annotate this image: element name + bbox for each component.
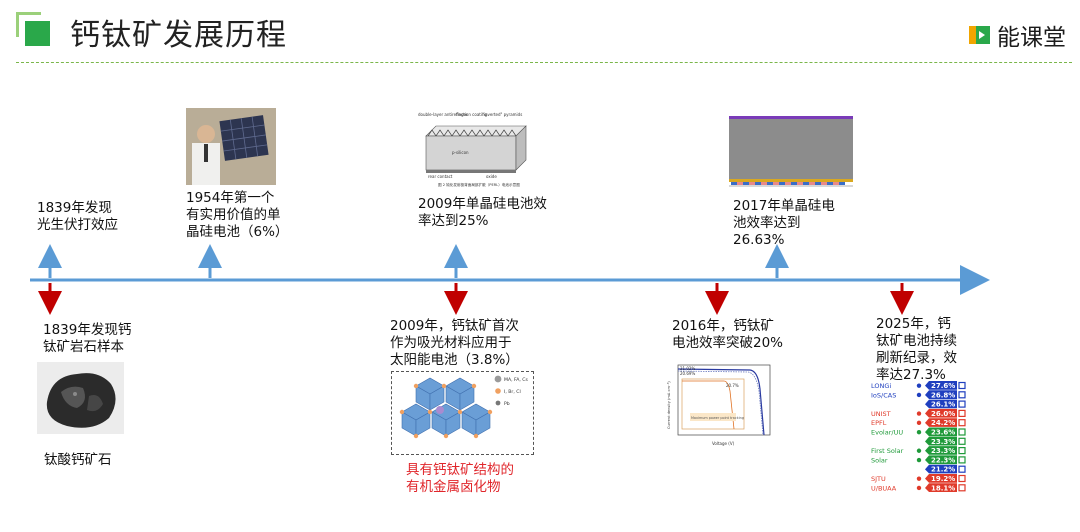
perl-label-arc: double-layer antireflection coating xyxy=(418,112,487,117)
record-marker xyxy=(958,465,966,473)
record-value: 23.3% xyxy=(931,447,955,455)
perl-label-finger: finger xyxy=(456,112,468,117)
record-value: 27.6% xyxy=(931,382,955,390)
record-lab-label: IoS/CAS xyxy=(871,391,896,399)
perl-label-rear: rear contact xyxy=(428,174,453,179)
record-marker xyxy=(958,437,966,445)
record-row: 26.0% UNIST xyxy=(871,408,966,418)
record-lab-label: Solar xyxy=(871,456,888,464)
crystal-caption: 具有钙钛矿结构的 有机金属卤化物 xyxy=(406,462,514,495)
record-value: 19.2% xyxy=(931,475,955,483)
record-lab-dot xyxy=(916,383,922,388)
record-marker xyxy=(958,409,966,417)
record-marker xyxy=(958,456,966,464)
record-lab-dot xyxy=(916,448,922,453)
record-row: 18.1% U/BUAA xyxy=(871,483,966,492)
jv-inset-value: 20.7% xyxy=(726,383,739,388)
jv-curve-chart: 21.02% 20.69% 20.7% Maximum power point … xyxy=(664,361,774,447)
record-marker xyxy=(958,381,966,390)
crystal-legend-a-site: MA, FA, Cs xyxy=(504,377,529,383)
jv-legend-line-1: 21.02% xyxy=(680,366,695,371)
brand-name: 能课堂 xyxy=(997,25,1066,51)
perl-label-pyramids: "inverted" pyramids xyxy=(482,112,522,117)
record-value: 21.2% xyxy=(931,466,955,474)
calcium-titanate-rock-photo xyxy=(37,362,124,434)
record-value: 23.3% xyxy=(931,438,955,446)
perovskite-crystal-structure: MA, FA, Cs I, Br, Cl Pb xyxy=(391,371,534,455)
header-divider xyxy=(16,62,1072,63)
record-value: 26.8% xyxy=(931,391,955,399)
brand-logo-icon xyxy=(969,24,991,46)
record-lab-label: U/BUAA xyxy=(871,484,897,492)
perl-caption: 图 2 钝化发射极背面局部扩散（PERL）电池示意图 xyxy=(438,182,520,187)
event-2025-perovskite-record: 2025年，钙 钛矿电池持续 刷新纪录，效 率达27.3% xyxy=(876,316,957,383)
event-1839-perovskite-sample: 1839年发现钙 钛矿岩石样本 xyxy=(43,322,132,355)
silicon-cell-cross-section xyxy=(729,116,853,187)
record-lab-dot xyxy=(916,457,922,463)
record-lab-label: EPFL xyxy=(871,419,887,427)
jv-ylabel: Current density (mA cm⁻²) xyxy=(667,381,671,429)
record-row: 22.3% Solar xyxy=(871,455,966,464)
record-lab-label: SJTU xyxy=(871,475,886,483)
record-row: 19.2% SJTU xyxy=(871,474,966,483)
record-marker xyxy=(958,474,966,483)
record-value: 26.1% xyxy=(931,401,955,409)
record-row: 23.6% Evolar/UU xyxy=(871,427,966,437)
record-marker xyxy=(958,419,966,427)
crystal-structure-drawing: MA, FA, Cs I, Br, Cl Pb xyxy=(399,375,529,439)
record-lab-label: Evolar/UU xyxy=(871,429,903,437)
records-svg: 27.6%LONGi26.8%IoS/CAS26.1%26.0%UNIST24.… xyxy=(871,381,966,492)
record-value: 26.0% xyxy=(931,410,955,418)
record-row: 23.3% xyxy=(925,436,966,446)
record-value: 22.3% xyxy=(931,456,955,464)
record-value: 24.2% xyxy=(931,419,955,427)
record-row: 26.8% IoS/CAS xyxy=(871,390,966,399)
perl-label-psilicon: p-silicon xyxy=(452,150,469,155)
record-row: 23.3% First Solar xyxy=(871,446,966,455)
record-row: 21.2% xyxy=(925,464,966,474)
rock-caption: 钛酸钙矿石 xyxy=(44,452,112,468)
record-lab-label: UNIST xyxy=(871,410,891,418)
record-lab-dot xyxy=(916,420,922,426)
record-marker xyxy=(958,391,966,399)
record-lab-dot xyxy=(916,476,922,481)
event-2009-perovskite-first: 2009年，钙钛矿首次 作为吸光材料应用于 太阳能电池（3.8%） xyxy=(390,318,519,368)
event-1954-silicon-cell: 1954年第一个 有实用价值的单 晶硅电池（6%） xyxy=(186,190,289,240)
jv-inset-label: Maximum power point tracking xyxy=(691,416,744,420)
record-value: 23.6% xyxy=(931,429,955,437)
title-logo-mark xyxy=(16,12,50,46)
record-row: 27.6% LONGi xyxy=(871,381,966,390)
record-marker xyxy=(958,428,966,436)
record-marker xyxy=(958,446,966,455)
record-row: 24.2% EPFL xyxy=(871,418,966,427)
record-marker xyxy=(958,400,966,408)
brand: 能课堂 xyxy=(969,18,1066,52)
record-lab-label: LONGi xyxy=(871,382,891,390)
record-lab-dot xyxy=(916,429,922,435)
record-lab-dot xyxy=(916,411,922,416)
event-1839-photovoltaic: 1839年发现 光生伏打效应 xyxy=(37,200,118,233)
record-value: 18.1% xyxy=(931,484,955,492)
event-2016-perovskite-20: 2016年，钙钛矿 电池效率突破20% xyxy=(672,318,784,351)
record-marker xyxy=(958,484,966,492)
photo-1954-solar-panel xyxy=(186,108,276,185)
page-title: 钙钛矿发展历程 xyxy=(70,18,287,53)
record-lab-dot xyxy=(916,392,922,398)
crystal-legend-b-site: Pb xyxy=(504,401,510,407)
event-2009-silicon-25: 2009年单晶硅电池效 率达到25% xyxy=(418,196,547,229)
record-lab-label: First Solar xyxy=(871,447,904,455)
record-lab-dot xyxy=(916,485,922,491)
jv-legend-line-2: 20.69% xyxy=(680,371,695,376)
event-2017-silicon-2663: 2017年单晶硅电 池效率达到 26.63% xyxy=(733,198,835,248)
perl-label-oxide: oxide xyxy=(486,174,497,179)
perl-cell-diagram: double-layer antireflection coating fing… xyxy=(416,108,532,188)
record-row: 26.1% xyxy=(925,399,966,409)
jv-xlabel: Voltage (V) xyxy=(712,441,735,446)
crystal-legend-x-site: I, Br, Cl xyxy=(504,389,521,395)
